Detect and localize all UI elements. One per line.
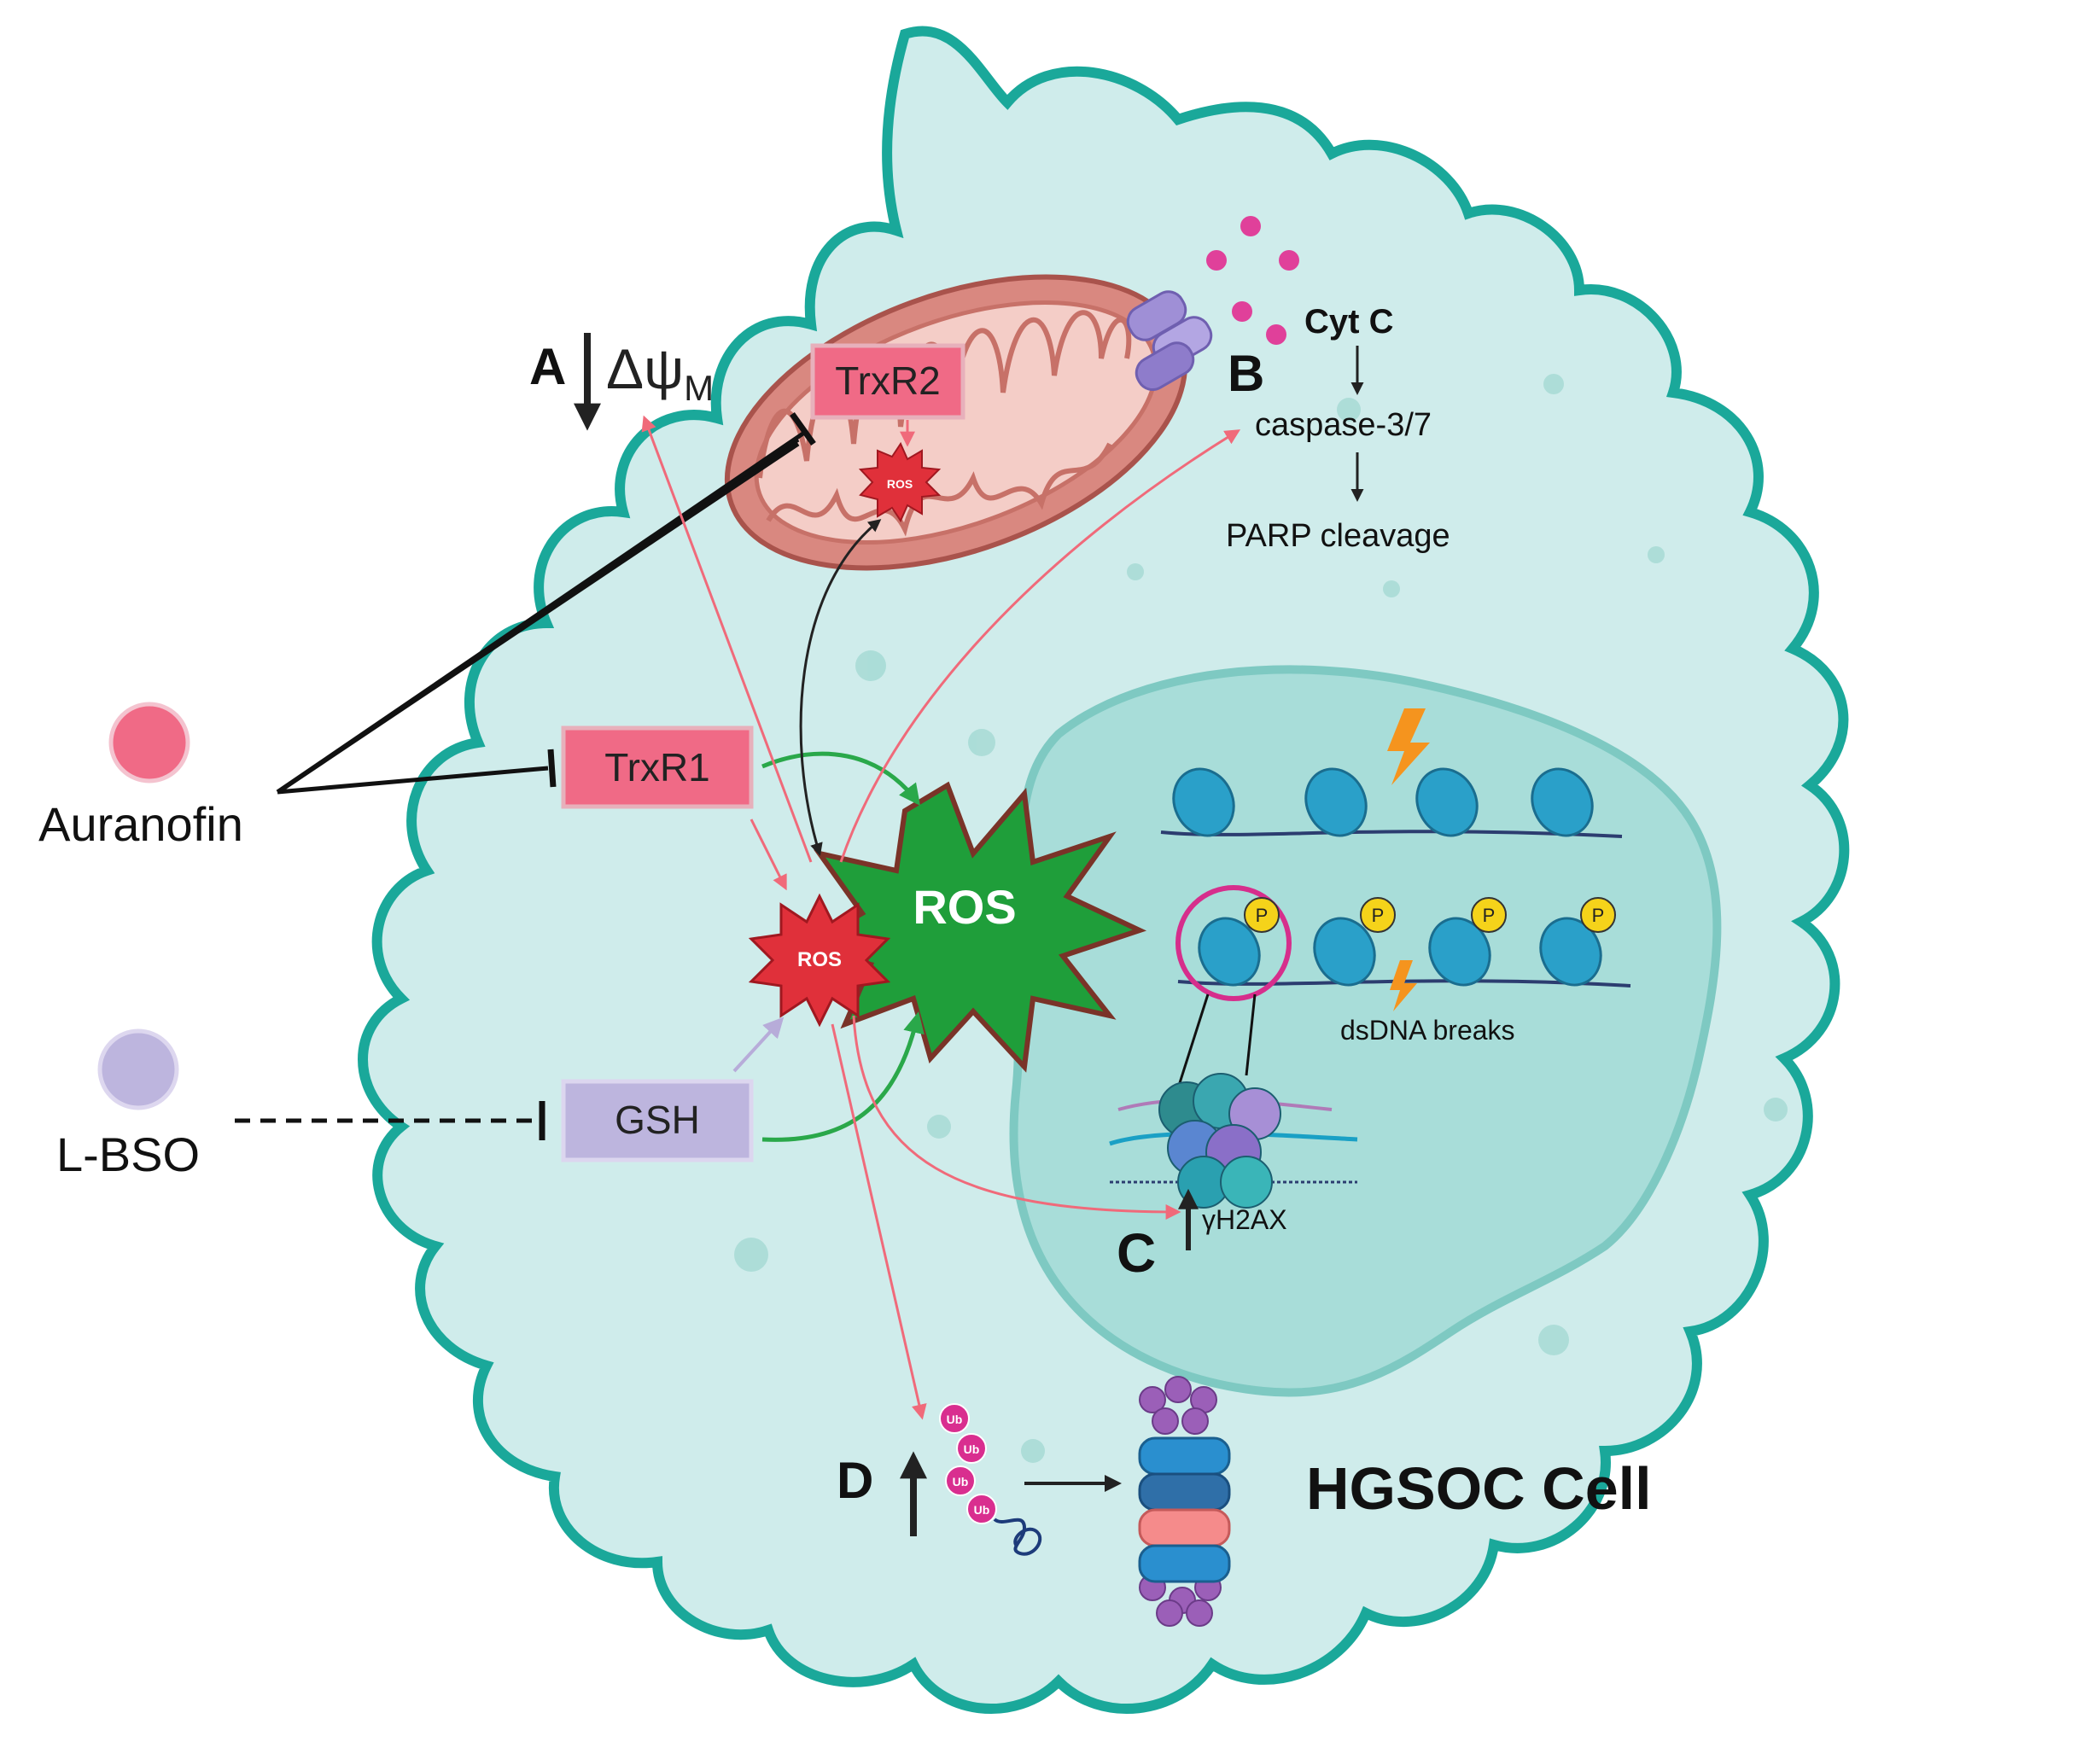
cyt-c-label: Cyt C (1304, 303, 1393, 341)
gsh-to-small-ros-arrow (732, 1017, 785, 1073)
svg-text:P: P (1256, 905, 1269, 926)
gsh-label: GSH (615, 1098, 700, 1142)
svg-text:Ub: Ub (964, 1442, 980, 1456)
ros-small-label: ROS (797, 948, 842, 971)
lbso-label: L-BSO (56, 1127, 200, 1181)
cell-name-label: HGSOC Cell (1306, 1455, 1652, 1522)
lightning-icon (1387, 708, 1430, 785)
ubiquitin-chain: Ub Ub Ub Ub (939, 1403, 1042, 1556)
mito-ros-burst: ROS (858, 441, 942, 523)
ros-small-burst: ROS (748, 893, 891, 1028)
trxr1-box: TrxR1 (561, 725, 754, 809)
gsh-to-ros-green-arrow (761, 1011, 925, 1142)
proteasome (1138, 1376, 1231, 1627)
panel-d-label: D (837, 1452, 873, 1509)
lightning-icon-small (1390, 960, 1417, 1011)
svg-text:Ub: Ub (947, 1413, 963, 1426)
auranofin-dot (108, 702, 190, 784)
gh2ax-label: γH2AX (1202, 1204, 1287, 1235)
panel-c-label: C (1117, 1222, 1156, 1284)
chromatin-top (1160, 708, 1623, 838)
svg-text:P: P (1483, 905, 1496, 926)
delta-psi-label: ΔψM (606, 337, 714, 408)
svg-text:P: P (1592, 905, 1605, 926)
auranofin-inhibition (276, 411, 816, 795)
parp-label: PARP cleavage (1226, 518, 1450, 554)
svg-text:P: P (1372, 905, 1385, 926)
cytochrome-c-dots (1206, 216, 1299, 345)
ros-to-gh2ax-arrow (852, 1015, 1181, 1220)
mito-pore-channel (1126, 290, 1213, 391)
panel-b-label: B (1228, 345, 1264, 402)
ros-main-label: ROS (913, 880, 1016, 934)
auranofin-label: Auranofin (38, 797, 243, 851)
dsdna-label: dsDNA breaks (1340, 1015, 1515, 1046)
lbso-inhibition (235, 1101, 545, 1140)
ros-to-panel-d-arrow (831, 1023, 927, 1420)
ros-to-panel-a-arrow (641, 415, 813, 863)
chromatin-bottom: P P P P (1175, 885, 1631, 1011)
trxr1-to-small-ros-arrow (750, 819, 787, 891)
lbso-dot (97, 1028, 179, 1110)
caspase-label: caspase-3/7 (1255, 407, 1432, 443)
gsh-box: GSH (561, 1079, 754, 1162)
svg-text:Ub: Ub (953, 1475, 969, 1489)
panel-a-label: A (529, 338, 566, 395)
ros-main-burst: ROS (796, 781, 1147, 1073)
trxr2-label: TrxR2 (835, 358, 941, 403)
svg-text:Ub: Ub (974, 1503, 990, 1517)
trxr1-label: TrxR1 (604, 745, 710, 789)
mito-ros-label: ROS (887, 477, 913, 491)
trxr2-box: TrxR2 (810, 343, 965, 420)
mito-ros-double-arrow (799, 519, 882, 856)
nucleosome-detail (1109, 1073, 1358, 1209)
